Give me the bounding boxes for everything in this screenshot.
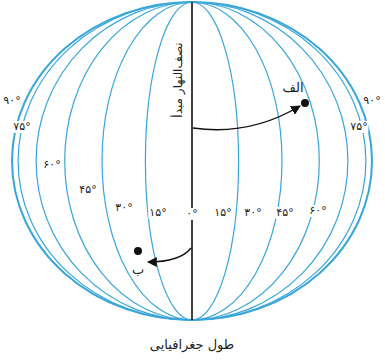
meridian-lines [18,2,366,320]
lon-label: ۰° [185,208,198,220]
lon-label: ۱۵° [213,207,232,219]
caption: طول جغرافیایی [149,338,235,352]
lon-label: ۶۰° [308,205,327,217]
point-a [301,99,309,107]
lon-label: ۹۰° [362,95,381,107]
lon-label: ۷۵° [349,121,368,133]
lon-label: ۶۰° [42,159,61,171]
lon-label: ۷۵° [12,121,31,133]
arrow-to-point-a [193,106,300,130]
lon-label: ۴۵° [78,184,97,196]
lon-label: ۹۰° [2,95,21,107]
lon-label: ۱۵° [148,207,167,219]
lon-label: ۳۰° [114,202,133,214]
lon-label: ۳۰° [243,207,262,219]
lon-label: ۴۵° [275,207,294,219]
point-label: الف [281,81,304,95]
meridian-label: نصف‌النهار مبدأ [172,41,185,118]
prime-meridian [191,2,193,320]
point-label: ب [131,263,145,277]
arrow-to-point-b [148,248,191,262]
globe-outline [12,2,372,320]
point-b [134,247,142,255]
